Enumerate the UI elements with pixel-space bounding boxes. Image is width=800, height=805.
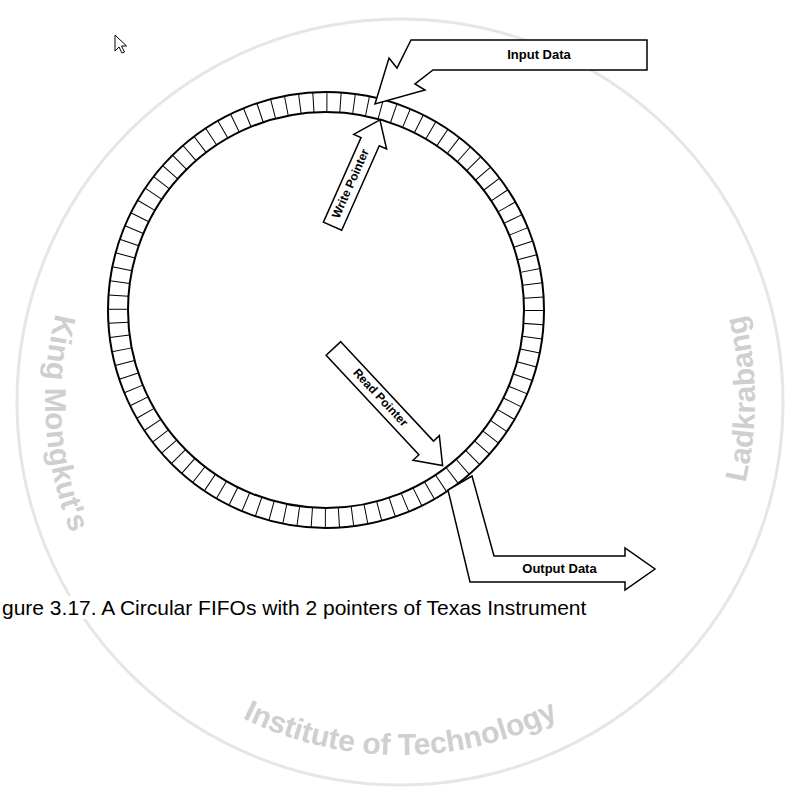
figure-caption-box: gure 3.17. A Circular FIFOs with 2 point… — [2, 596, 586, 620]
watermark-text-path: Ladkrabang — [718, 313, 761, 484]
watermark-text: King Mongkut's — [39, 312, 96, 535]
watermark-text: Institute of Technology — [240, 693, 562, 761]
input-data-arrow: Input Data — [355, 36, 651, 108]
watermark-text-path: Institute of Technology — [240, 693, 562, 761]
mouse-cursor — [115, 35, 127, 53]
figure-caption: gure 3.17. A Circular FIFOs with 2 point… — [2, 596, 586, 619]
arrow-label: Input Data — [507, 48, 571, 63]
arrow-outline-path — [448, 476, 655, 590]
ring-band — [118, 102, 534, 518]
arrow-outline-path — [375, 40, 647, 104]
ring-inner-edge — [128, 112, 524, 508]
watermark-text-path: King Mongkut's — [39, 312, 96, 535]
arrow-outline — [355, 36, 651, 108]
arrow-label: Output Data — [522, 562, 596, 577]
ring-cells — [118, 102, 534, 518]
arrow-outline-path — [321, 337, 456, 479]
arrow-text-area: Output Data — [496, 556, 623, 582]
watermark-ring — [17, 19, 783, 785]
arrow-outline-path — [316, 113, 396, 234]
watermark-text: Ladkrabang — [718, 313, 761, 484]
fifo-ring — [108, 92, 544, 528]
arrow-text-area: Input Data — [433, 40, 645, 70]
arrow-outline — [440, 470, 660, 595]
ring-outer-edge — [108, 92, 544, 528]
output-data-arrow: Output Data — [440, 470, 660, 595]
